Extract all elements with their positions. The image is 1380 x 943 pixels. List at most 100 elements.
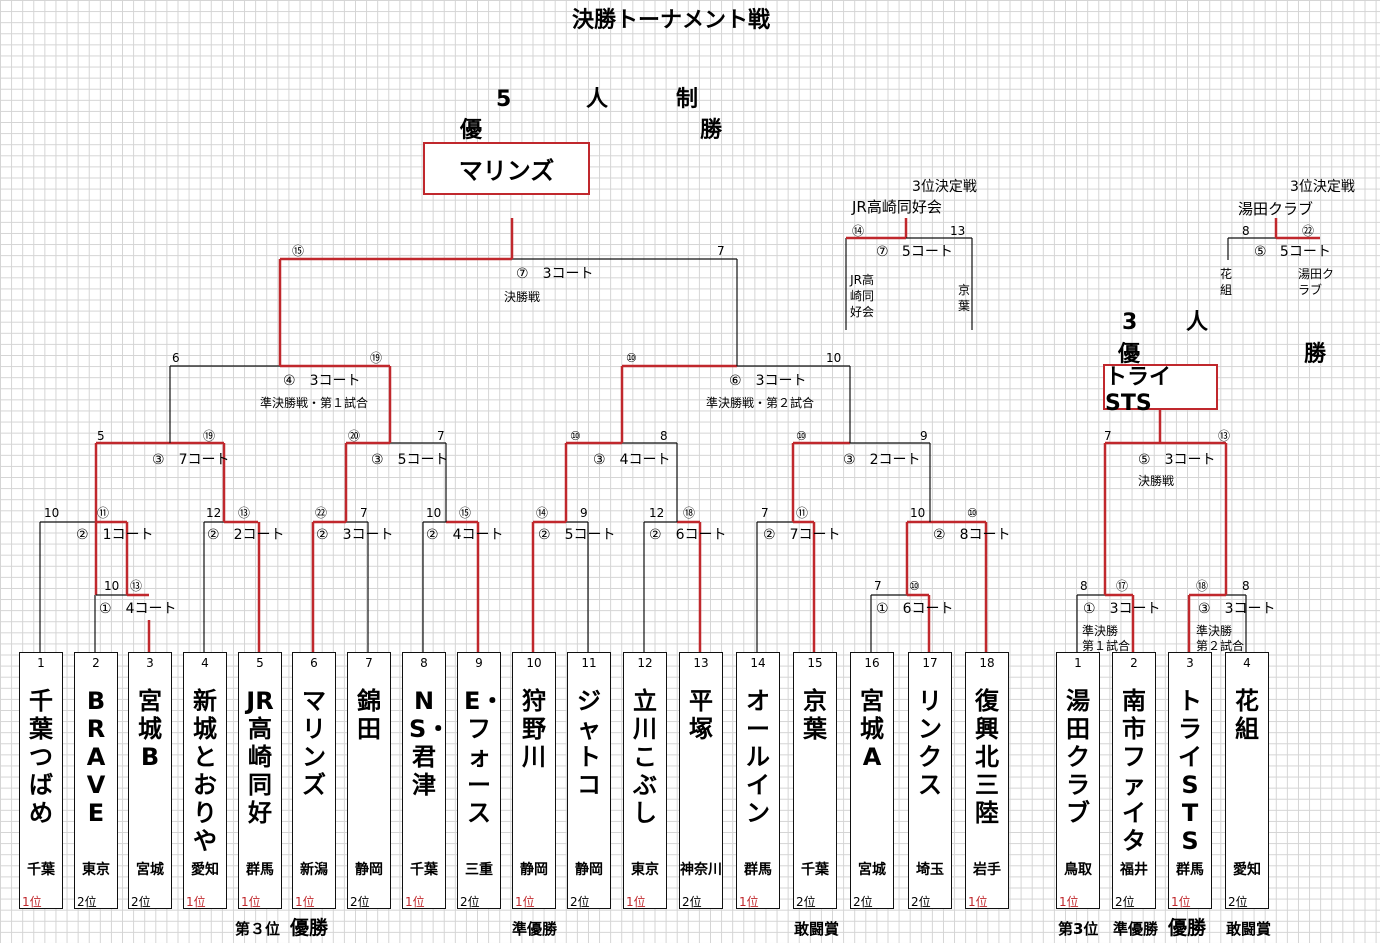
five-third-left-team: JR高崎同好会 xyxy=(849,273,874,319)
match-number: ② xyxy=(76,527,89,543)
team-rank: 2位 xyxy=(131,895,151,909)
court-label: 4コート xyxy=(452,527,504,543)
score: ⑰ xyxy=(1116,579,1129,593)
team-name: 錦田 xyxy=(357,687,381,743)
score: 7 xyxy=(1104,429,1112,443)
five-third-score-right: 13 xyxy=(950,224,966,238)
award-label: 敢闘賞 xyxy=(1226,920,1272,938)
three-third-match: ⑤ 5コート xyxy=(1254,244,1331,260)
score: 12 xyxy=(206,506,222,520)
court-label: 8コート xyxy=(959,527,1011,543)
three-champion-label-1: 優 xyxy=(1118,342,1141,367)
team-rank: 1位 xyxy=(515,895,535,909)
team-name: オールイン xyxy=(746,687,770,827)
team-prefecture: 静岡 xyxy=(575,862,603,878)
match-number: ① xyxy=(99,601,112,617)
team-prefecture: 愛知 xyxy=(191,862,219,878)
team-name: 千葉つばめ xyxy=(29,687,53,827)
team-rank: 2位 xyxy=(570,895,590,909)
team-number: 4 xyxy=(201,656,209,670)
score: ⑪ xyxy=(97,506,110,520)
team-name: 京葉 xyxy=(803,687,827,743)
team-prefecture: 宮城 xyxy=(858,862,886,878)
team-prefecture: 宮城 xyxy=(136,862,164,878)
court-label: 7コート xyxy=(178,452,230,468)
match-label: ② 6コート xyxy=(649,528,726,542)
three-third-score-left: 8 xyxy=(1242,224,1250,238)
team-number: 8 xyxy=(420,656,428,670)
match-number: ③ xyxy=(843,452,856,468)
score: 7 xyxy=(874,579,882,593)
match-stage-label: 準決勝 第２試合 xyxy=(1196,624,1245,653)
court-label: 1コート xyxy=(102,527,154,543)
score: 6 xyxy=(172,351,180,365)
score: ㉒ xyxy=(315,506,328,520)
team-rank: 1位 xyxy=(295,895,315,909)
team-prefecture: 三重 xyxy=(465,862,493,878)
match-number: ② xyxy=(649,527,662,543)
court-label: 6コート xyxy=(675,527,727,543)
five-champion-label-1: 優 xyxy=(460,118,483,143)
team-name: ジャトコ xyxy=(577,687,601,799)
team-rank: 1位 xyxy=(1171,895,1191,909)
three-champion-label-2: 勝 xyxy=(1304,342,1327,367)
team-prefecture: 千葉 xyxy=(410,862,438,878)
score: ⑩ xyxy=(967,506,978,520)
match-number: ③ xyxy=(152,452,165,468)
five-header-person: 人 xyxy=(586,87,609,112)
match-label: ① 4コート xyxy=(99,602,176,616)
three-champion-box: トライSTS xyxy=(1103,364,1218,416)
match-number: ② xyxy=(933,527,946,543)
five-champion-box: マリンズ xyxy=(423,142,590,195)
award-label: 第３位 xyxy=(235,920,281,938)
match-number: ④ xyxy=(283,373,296,389)
score: ⑩ xyxy=(909,579,920,593)
award-label: 準優勝 xyxy=(512,920,558,938)
court-label: 3コート xyxy=(542,266,594,282)
court-label: 2コート xyxy=(869,452,921,468)
match-number: ② xyxy=(426,527,439,543)
team-name: トライSTS xyxy=(1178,687,1202,855)
three-header-num: 3 xyxy=(1122,310,1138,335)
match-number: ③ xyxy=(1198,601,1211,617)
team-rank: 1位 xyxy=(186,895,206,909)
team-rank: 1位 xyxy=(241,895,261,909)
score: 10 xyxy=(44,506,60,520)
team-name: 花組 xyxy=(1235,687,1259,743)
team-prefecture: 東京 xyxy=(82,862,110,878)
score: ⑬ xyxy=(238,506,251,520)
score: ⑩ xyxy=(626,351,637,365)
score: ⑭ xyxy=(536,506,549,520)
team-rank: 1位 xyxy=(22,895,42,909)
team-number: 16 xyxy=(864,656,880,670)
court-label: 4コート xyxy=(125,601,177,617)
team-number: 14 xyxy=(750,656,766,670)
team-name: BRAVE xyxy=(86,687,106,827)
team-name: 南市ファイタ xyxy=(1122,687,1146,855)
team-rank: 2位 xyxy=(911,895,931,909)
match-label: ③ 2コート xyxy=(843,453,920,467)
score: 12 xyxy=(649,506,665,520)
score: ⑩ xyxy=(570,429,581,443)
team-prefecture: 愛知 xyxy=(1233,862,1261,878)
court-label: 3コート xyxy=(1109,601,1161,617)
team-number: 9 xyxy=(475,656,483,670)
score: 7 xyxy=(761,506,769,520)
score: ⑱ xyxy=(683,506,696,520)
five-third-winner: JR高崎同好会 xyxy=(852,198,942,216)
score: ⑩ xyxy=(796,429,807,443)
